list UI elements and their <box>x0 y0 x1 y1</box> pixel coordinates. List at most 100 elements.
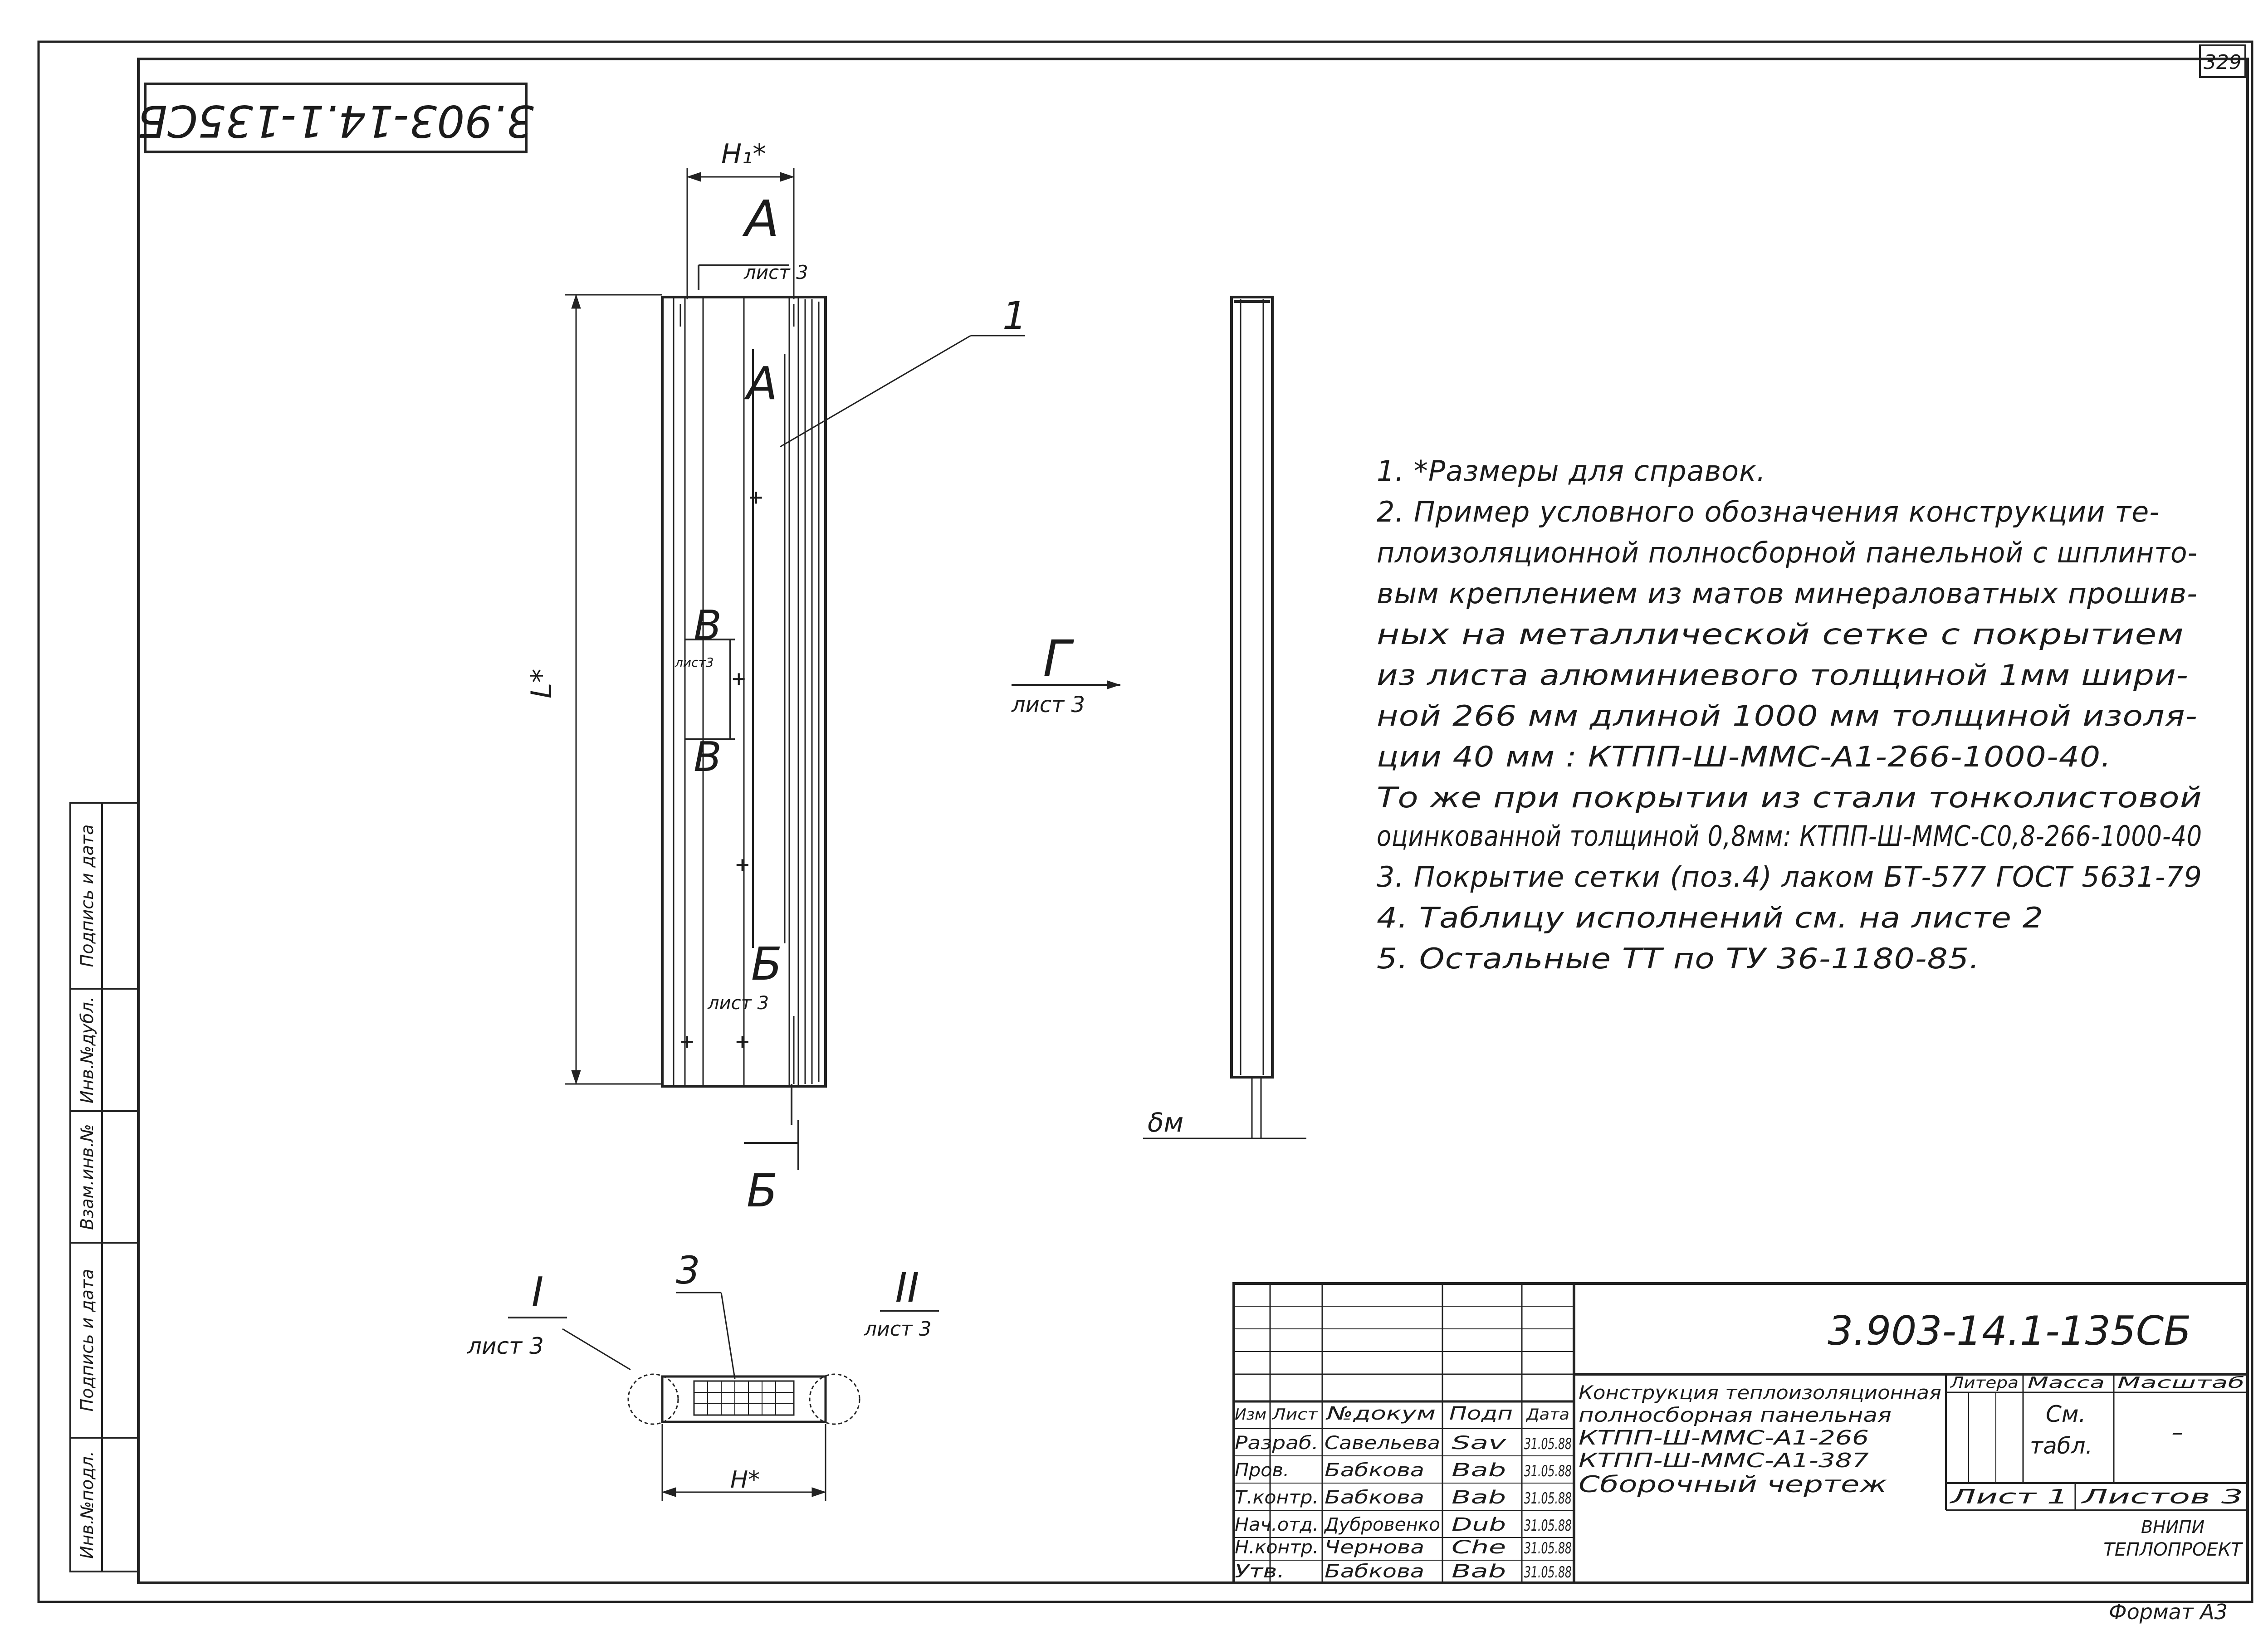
note-line: ных на металлической сетке с покрытием <box>1377 618 2184 651</box>
notes-block: 1. *Размеры для справок. 2. Пример услов… <box>1377 454 2202 975</box>
rotated-doc-code: 3.903-14.1-135СБ <box>137 96 534 146</box>
tb-org-2: ТЕПЛОПРОЕКТ <box>2103 1539 2244 1560</box>
section-g-marker: Г лист 3 <box>1011 630 1120 718</box>
note-line: оцинкованной толщиной 0,8мм: КТПП-Ш-ММС-… <box>1377 820 2202 853</box>
section-ii-letter: II <box>895 1264 919 1312</box>
section-b-inner: Б <box>751 937 782 991</box>
tb-role-date: 31.05.88 <box>1524 1563 1572 1581</box>
tb-litera-label: Литера <box>1950 1374 2019 1392</box>
tb-role: Т.контр. <box>1235 1487 1319 1508</box>
tb-roles: Разраб. Савельева Sav 31.05.88 Пров. Баб… <box>1235 1433 1572 1582</box>
sheet-frame-outer <box>37 40 2253 1603</box>
svg-text:+: + <box>735 854 750 875</box>
dim-l-label: L* <box>525 669 558 698</box>
dim-delta-label: δм <box>1148 1107 1183 1138</box>
section-a-top-ref: лист 3 <box>743 261 808 283</box>
note-line: вым креплением из матов минераловатных п… <box>1377 577 2198 610</box>
side-stamp-inv-dubl: Инв.№дубл. <box>77 996 97 1103</box>
tb-role: Разраб. <box>1235 1433 1319 1454</box>
tb-massa-value-1: См. <box>2046 1401 2086 1427</box>
position-1-label: 1 <box>1002 293 1026 338</box>
tb-role-name: Дубровенко <box>1324 1514 1440 1535</box>
section-a-top: А <box>742 190 779 248</box>
note-line: из листа алюминиевого толщиной 1мм шири- <box>1377 659 2189 692</box>
tb-role-sign: Sav <box>1452 1433 1507 1454</box>
position-3-label: 3 <box>676 1248 700 1293</box>
section-g-ref: лист 3 <box>1011 692 1085 718</box>
tb-massa-label: Масса <box>2028 1374 2105 1392</box>
tb-role: Пров. <box>1235 1460 1289 1481</box>
tb-title-line: полносборная панельная <box>1579 1404 1892 1427</box>
tb-title: Конструкция теплоизоляционная полносборн… <box>1579 1381 1941 1498</box>
side-stamp-vzam-inv: Взам.инв.№ <box>77 1124 97 1230</box>
note-line: 1. *Размеры для справок. <box>1377 454 1766 488</box>
sheet-number-box <box>2199 44 2246 78</box>
tb-masshtab-label: Масштаб <box>2117 1374 2244 1392</box>
svg-text:+: + <box>731 669 747 689</box>
tb-role-date: 31.05.88 <box>1524 1489 1572 1508</box>
note-line: То же при покрытии из стали тонколистово… <box>1377 781 2202 814</box>
front-view: + + + + + <box>565 168 1025 1170</box>
note-line: 3. Покрытие сетки (поз.4) лаком БТ-577 Г… <box>1377 860 2202 893</box>
tb-role-date: 31.05.88 <box>1524 1517 1572 1535</box>
tb-sheet-label: Лист 1 <box>1949 1485 2068 1508</box>
tb-role-name: Бабкова <box>1325 1460 1424 1481</box>
note-line: 5. Остальные ТТ по ТУ 36-1180-85. <box>1377 942 1980 975</box>
tb-role-name: Чернова <box>1325 1537 1424 1558</box>
tb-title-line: Сборочный чертеж <box>1579 1471 1887 1498</box>
tb-role: Нач.отд. <box>1235 1514 1319 1535</box>
section-a-inner: А <box>744 357 777 410</box>
tb-role: Н.контр. <box>1235 1537 1319 1558</box>
side-stamp: Инв.№подл. Подпись и дата Взам.инв.№ Инв… <box>69 802 139 1572</box>
tb-header-list: Лист <box>1271 1406 1319 1424</box>
section-v-ref: лист3 <box>675 655 714 670</box>
tb-role-date: 31.05.88 <box>1524 1435 1572 1453</box>
svg-text:+: + <box>735 1031 750 1052</box>
tb-sheets-label: Листов 3 <box>2081 1485 2243 1508</box>
rotated-code-stamp: 3.903-14.1-135СБ <box>137 83 534 153</box>
tb-role-sign: Bab <box>1452 1487 1506 1508</box>
tb-role-name: Савельева <box>1325 1433 1440 1454</box>
tb-title-line: КТПП-Ш-ММС-А1-266 <box>1579 1426 1869 1450</box>
side-view <box>1143 296 1306 1139</box>
section-i-ref: лист 3 <box>467 1333 544 1359</box>
section-v-bottom: В <box>694 733 722 781</box>
dim-h-label: H* <box>730 1466 760 1494</box>
tb-title-line: КТПП-Ш-ММС-А1-387 <box>1579 1449 1869 1472</box>
tb-role-date: 31.05.88 <box>1524 1539 1572 1557</box>
note-line: 4. Таблицу исполнений см. на листе 2 <box>1377 901 2043 934</box>
section-b-ref: лист 3 <box>707 993 769 1014</box>
title-block <box>1232 1282 2249 1584</box>
tb-role-sign: Bab <box>1452 1561 1506 1582</box>
section-g-letter: Г <box>1043 630 1074 688</box>
note-line: плоизоляционной полносборной панельной с… <box>1377 536 2198 569</box>
sheet-number: 329 <box>2204 51 2242 74</box>
tb-masshtab-value: – <box>2172 1419 2183 1445</box>
tb-massa-value-2: табл. <box>2030 1433 2092 1459</box>
note-line: 2. Пример условного обозначения конструк… <box>1377 495 2160 528</box>
side-stamp-podpis-2: Подпись и дата <box>77 825 97 967</box>
cross-section <box>562 1292 860 1501</box>
tb-role-name: Бабкова <box>1325 1487 1424 1508</box>
tb-role-sign: Bab <box>1452 1460 1506 1481</box>
tb-role-sign: Dub <box>1452 1514 1506 1535</box>
tb-title-line: Конструкция теплоизоляционная <box>1579 1381 1941 1404</box>
tb-org-1: ВНИПИ <box>2141 1517 2204 1537</box>
section-v-top: В <box>694 602 722 649</box>
tb-role-date: 31.05.88 <box>1524 1462 1572 1480</box>
dim-h1-label: H₁* <box>721 138 766 170</box>
tb-role-sign: Che <box>1452 1537 1506 1558</box>
tb-role: Утв. <box>1235 1561 1285 1582</box>
tb-role-name: Бабкова <box>1325 1561 1424 1582</box>
section-i-letter: I <box>532 1269 544 1316</box>
svg-text:+: + <box>748 487 764 508</box>
tb-header-izm: Изм <box>1235 1406 1266 1424</box>
side-stamp-inv-podl: Инв.№подл. <box>77 1451 97 1559</box>
section-b-bottom: Б <box>747 1164 778 1217</box>
format-label: Формат А3 <box>2109 1600 2228 1624</box>
side-stamp-podpis-1: Подпись и дата <box>77 1269 97 1412</box>
tb-header-podp: Подп <box>1449 1403 1513 1424</box>
tb-header-data: Дата <box>1525 1406 1569 1424</box>
title-doc-code: 3.903-14.1-135СБ <box>1828 1308 2191 1354</box>
